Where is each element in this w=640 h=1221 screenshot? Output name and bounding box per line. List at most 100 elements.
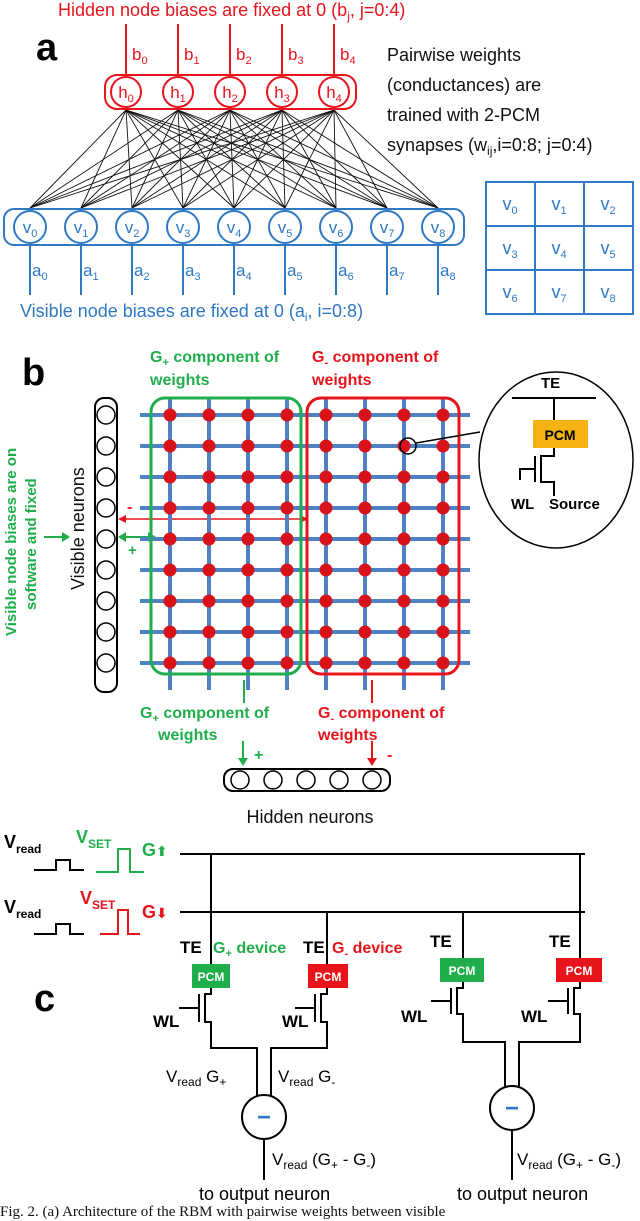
weights-note-line-4: synapses (wij,i=0:8; j=0:4)	[387, 135, 592, 158]
hidden-node-label: h1	[170, 83, 186, 105]
vset-pulse-1	[96, 848, 144, 873]
g-up-label: G⬆	[142, 840, 168, 860]
pcm-device-dot	[319, 656, 333, 670]
visible-node	[421, 210, 455, 244]
gminus-device-label: G- device	[332, 940, 402, 960]
pcm-device-dot	[319, 532, 333, 546]
vread-label-1: Vread	[4, 832, 41, 856]
pcm-device-dot	[436, 532, 450, 546]
pcm-device-dot	[280, 470, 294, 484]
visible-node	[268, 210, 302, 244]
visible-bias-label: a1	[83, 261, 99, 283]
hidden-node-label: h0	[118, 83, 134, 105]
hidden-neuron	[296, 770, 316, 790]
grid-border	[485, 181, 634, 315]
gplus-top-label-2: weights	[149, 372, 210, 389]
visible-node-label: v2	[125, 218, 140, 240]
pcm-device-dot	[436, 470, 450, 484]
visible-neuron	[96, 653, 116, 673]
gplus-device-label: G+ device	[213, 940, 286, 960]
visible-bias-software-note: Visible node biases are on	[3, 448, 20, 636]
pcm-device-dot	[358, 594, 372, 608]
pcm-device-dot	[319, 594, 333, 608]
g-down-label: G⬇	[142, 902, 168, 922]
vread-gminus-label: Vread G-	[278, 1067, 335, 1089]
pcm-device-dot	[358, 563, 372, 577]
visible-bias-software-note-2: software and fixed	[23, 478, 40, 610]
visible-input-arrow	[44, 532, 70, 542]
access-transistor	[295, 988, 328, 1028]
grid-cell-label: v4	[551, 238, 566, 261]
hidden-neuron-circles	[230, 770, 382, 790]
pcm-label-4: PCM	[566, 964, 593, 978]
panel-b-label: b	[22, 352, 45, 394]
hidden-minus-sign: -	[387, 747, 392, 764]
pcm-device-dot	[358, 501, 372, 515]
gminus-bidir-arrow	[118, 515, 308, 523]
hidden-node-label: h3	[274, 83, 290, 105]
pcm-device-dot	[319, 625, 333, 639]
gplus-bottom-label-2: weights	[157, 727, 218, 744]
panel-a: a Hidden node biases are fixed at 0 (bj,…	[3, 0, 634, 324]
zoom-circle	[478, 371, 634, 549]
vread-gplus-label: Vread G+	[166, 1067, 226, 1089]
subtractor-2-sign: −	[505, 1095, 519, 1122]
pcm-device-dot	[241, 656, 255, 670]
pcm-label-1: PCM	[198, 970, 225, 984]
pcm-device-dot	[202, 656, 216, 670]
gplus-bottom-label: G+ component of	[140, 705, 270, 725]
vset-pulse-2	[100, 909, 140, 935]
pcm-cell-2	[308, 964, 348, 988]
visible-node	[319, 210, 353, 244]
wl-label-3: WL	[401, 1007, 427, 1026]
pcm-device-dot	[163, 408, 177, 422]
vset-label-1: VSET	[76, 827, 112, 851]
zoom-te-label: TE	[541, 375, 560, 392]
zoom-pcm-label: PCM	[544, 427, 575, 443]
pcm-device-dot	[163, 439, 177, 453]
pcm-device-dot	[241, 563, 255, 577]
gminus-bottom-label-2: weights	[317, 727, 378, 744]
pcm-device-dot	[319, 501, 333, 515]
weights-note-line-1: Pairwise weights	[387, 45, 521, 65]
pcm-device-dot	[202, 625, 216, 639]
visible-bias-label: a8	[440, 261, 456, 283]
pcm-device-dot	[436, 408, 450, 422]
vread-pulse-1	[34, 859, 84, 871]
vset-label-2: VSET	[80, 888, 116, 912]
wl-label-2: WL	[282, 1012, 308, 1031]
pcm-device-dot	[241, 625, 255, 639]
pcm-device-dot	[280, 625, 294, 639]
pcm-device-dot	[163, 532, 177, 546]
access-transistor	[431, 982, 464, 1020]
vread-pulse-2	[34, 923, 84, 935]
subtractor-1-sign: −	[257, 1104, 271, 1131]
zoom-leader	[415, 431, 481, 444]
te-label-1: TE	[180, 938, 202, 957]
access-transistors	[179, 982, 581, 1028]
pcm-device-dot	[397, 656, 411, 670]
visible-bias-label: a2	[134, 261, 150, 283]
pcm-device-dot	[358, 408, 372, 422]
panel-c-label: c	[34, 978, 55, 1020]
grid-cell-label: v6	[502, 282, 517, 305]
pcm-device-dot	[358, 470, 372, 484]
pcm-device-dot	[397, 625, 411, 639]
panel-a-label: a	[36, 27, 58, 69]
pcm-device-dot	[280, 439, 294, 453]
hidden-bias-label: b0	[132, 45, 148, 67]
visible-neuron	[96, 405, 116, 425]
hidden-node-label: h2	[222, 83, 238, 105]
visible-node	[166, 210, 200, 244]
gminus-top-label-2: weights	[311, 372, 372, 389]
visible-node-label: v6	[329, 218, 344, 240]
gminus-bottom-label: G- component of	[318, 705, 445, 725]
hidden-neuron	[362, 770, 382, 790]
hidden-plus-arrow	[238, 741, 248, 766]
hidden-bias-label: b2	[236, 45, 252, 67]
pcm-label-2: PCM	[315, 970, 342, 984]
pcm-cell-4	[556, 958, 602, 982]
wl-label-1: WL	[153, 1012, 179, 1031]
